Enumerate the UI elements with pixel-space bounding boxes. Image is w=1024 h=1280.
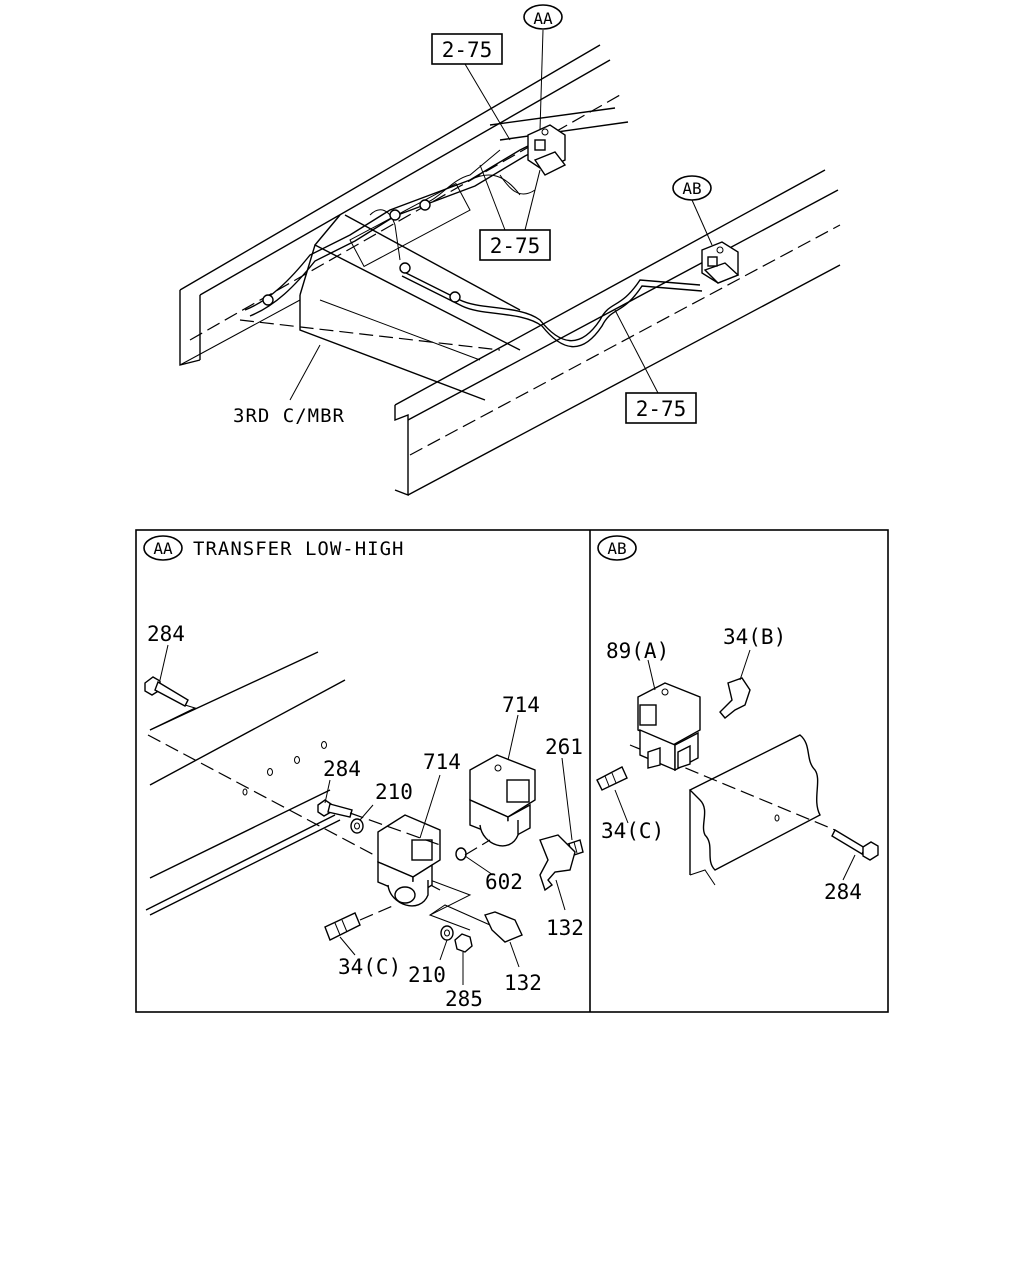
label-714-right: 714 — [502, 693, 540, 717]
aa-elbow-132-right — [539, 834, 576, 892]
aa-valve-714-right — [469, 754, 536, 847]
callout-ab-top-label: AB — [682, 179, 701, 198]
valve-ab-assembly — [701, 241, 740, 284]
valve-aa-assembly — [527, 124, 567, 176]
label-284-ab: 284 — [824, 880, 862, 904]
aa-oring-602 — [455, 847, 467, 861]
aa-leaders — [159, 644, 573, 985]
detail-aa-title: TRANSFER LOW-HIGH — [193, 538, 404, 560]
ref-box-2-75-b[interactable]: 2-75 — [479, 229, 551, 261]
air-pipes — [244, 139, 703, 348]
ref-box-2-75-c[interactable]: 2-75 — [625, 392, 697, 424]
detail-aa: AA TRANSFER LOW-HIGH — [143, 535, 584, 1011]
aa-valve-714-left — [377, 814, 441, 907]
aa-washer-210-upper — [350, 818, 364, 834]
frame-overview: AA AB 2-75 2-75 2-75 3RD C/MBR — [179, 4, 841, 497]
label-284-mid: 284 — [323, 757, 361, 781]
ref-2-75-b-label: 2-75 — [490, 234, 541, 258]
label-210-lower: 210 — [408, 963, 446, 987]
callout-ab-detail[interactable]: AB — [597, 535, 637, 561]
label-34c-ab: 34(C) — [601, 819, 664, 843]
ab-frame-section — [629, 734, 836, 886]
label-261: 261 — [545, 735, 583, 759]
ref-2-75-c-label: 2-75 — [636, 397, 687, 421]
aa-washer-210-lower — [440, 925, 454, 941]
label-132-lower: 132 — [504, 971, 542, 995]
aa-elbow-132-lower — [484, 911, 523, 943]
overview-leaders — [289, 29, 713, 401]
ref-2-75-a-label: 2-75 — [442, 38, 493, 62]
label-89a: 89(A) — [606, 639, 669, 663]
label-602: 602 — [485, 870, 523, 894]
callout-aa-detail[interactable]: AA — [143, 535, 183, 561]
detail-ab: AB — [596, 535, 879, 904]
callout-ab-top[interactable]: AB — [672, 175, 712, 201]
ab-leaders — [614, 649, 856, 881]
aa-fitting-34c — [324, 912, 361, 941]
label-210-upper: 210 — [375, 780, 413, 804]
label-34c-aa: 34(C) — [338, 955, 401, 979]
ab-fitting-34c — [596, 766, 628, 791]
callout-aa-top-label: AA — [533, 9, 553, 28]
aa-nut-285 — [454, 933, 473, 953]
label-714-left: 714 — [423, 750, 461, 774]
frame-rail-right — [394, 169, 841, 497]
ab-bolt-284 — [831, 829, 879, 861]
crossmember-3rd — [239, 182, 521, 401]
label-285: 285 — [445, 987, 483, 1011]
ref-box-2-75-a[interactable]: 2-75 — [431, 33, 503, 65]
callout-aa-top[interactable]: AA — [523, 4, 563, 30]
aa-frame-rail — [145, 651, 472, 931]
label-132-right: 132 — [546, 916, 584, 940]
ab-fitting-34b — [719, 677, 751, 719]
callout-aa-detail-label: AA — [153, 539, 173, 558]
aa-bolt-284-mid — [317, 799, 353, 818]
aa-assembly-lines — [349, 812, 491, 926]
label-34b: 34(B) — [723, 625, 786, 649]
detail-panels — [135, 529, 889, 1013]
crossmember-label: 3RD C/MBR — [233, 405, 345, 427]
ab-valve-89a — [637, 682, 701, 772]
callout-ab-detail-label: AB — [607, 539, 626, 558]
label-284-top: 284 — [147, 622, 185, 646]
aa-bolt-284-top — [144, 676, 189, 707]
